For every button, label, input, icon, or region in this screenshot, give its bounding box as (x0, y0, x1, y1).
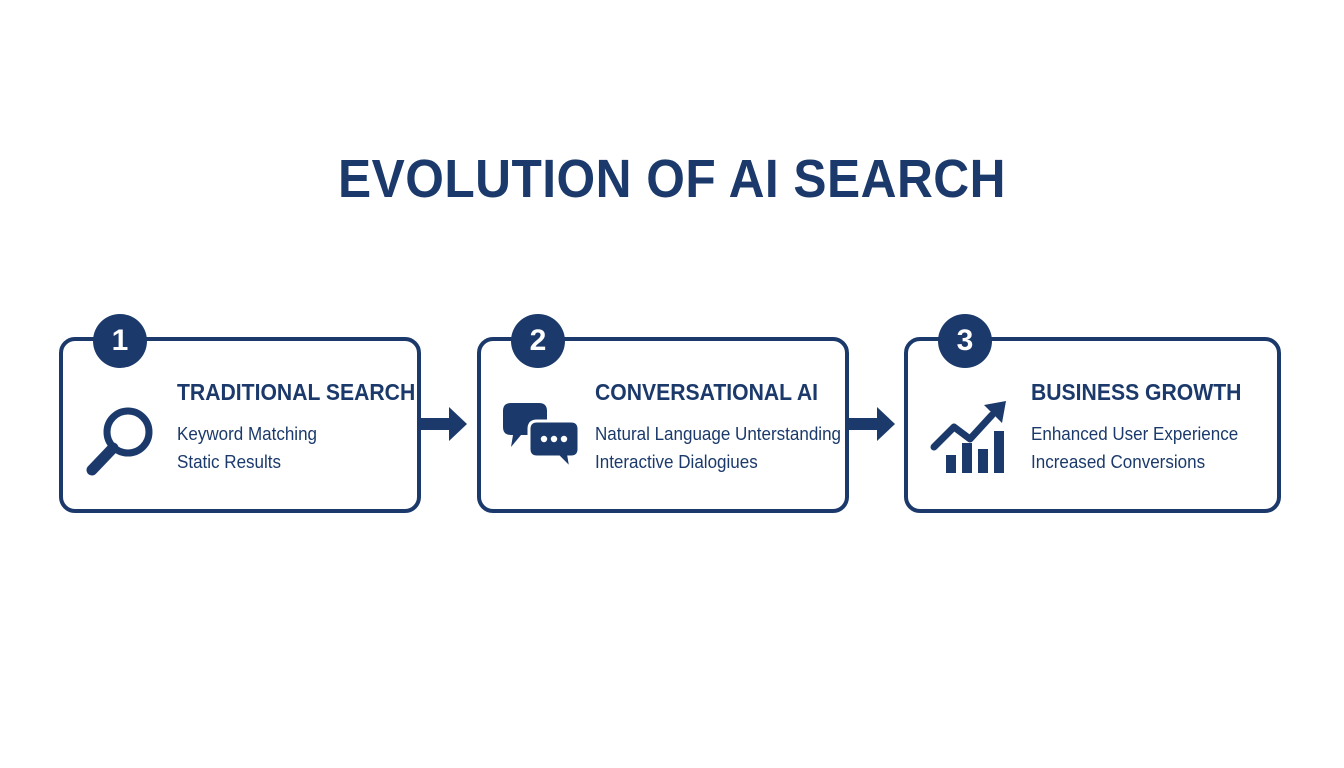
step-line: Natural Language Unterstanding (595, 423, 842, 444)
flow-arrow-icon (419, 407, 467, 441)
chat-bubbles-icon (503, 403, 581, 474)
step-card-conversational-ai: 2 CONVERSATIONAL AI Natural Language Unt… (477, 314, 849, 513)
step-card-traditional-search: 1 TRADITIONAL SEARCH Keyword Matching St… (59, 314, 421, 513)
diagram-title: EVOLUTION OF AI SEARCH (338, 149, 1006, 209)
step-number-badge: 2 (511, 314, 565, 368)
step-line: Interactive Dialogiues (595, 451, 758, 472)
step-line: Keyword Matching (177, 423, 318, 444)
step-card-business-growth: 3 BUSINESS GROWTH Enhanced User Experien… (904, 314, 1281, 513)
step-number-badge: 1 (93, 314, 147, 368)
step-title: CONVERSATIONAL AI (595, 379, 818, 405)
flow-arrow-icon (847, 407, 895, 441)
step-line: Increased Conversions (1031, 451, 1206, 472)
step-title: TRADITIONAL SEARCH (177, 379, 416, 405)
step-title: BUSINESS GROWTH (1031, 379, 1242, 405)
magnifier-icon (86, 407, 153, 476)
step-line: Enhanced User Experience (1031, 423, 1239, 444)
growth-chart-icon (930, 401, 1006, 473)
step-line: Static Results (177, 451, 282, 472)
step-number-badge: 3 (938, 314, 992, 368)
